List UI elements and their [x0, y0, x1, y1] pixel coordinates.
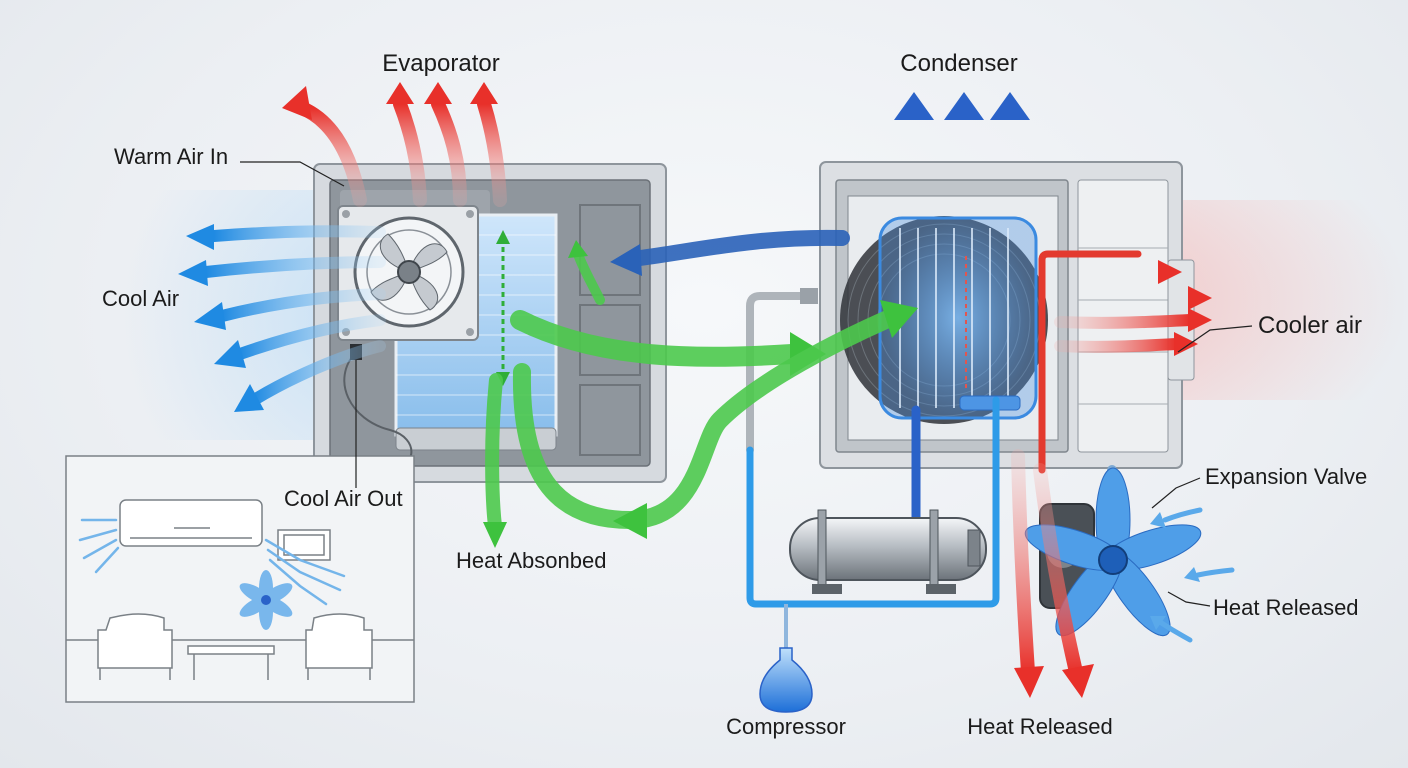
leader-lines [240, 161, 1253, 607]
compressor-flask-icon [759, 604, 813, 713]
room-illustration [65, 455, 415, 703]
fan-intake-arrows [1150, 507, 1235, 643]
sofa-right [305, 613, 373, 669]
room-fan-icon [239, 570, 293, 630]
heat-released-bottom-label: Heat Released [967, 714, 1113, 739]
condenser-label: Condenser [900, 50, 1017, 77]
condenser-unit [819, 161, 1195, 469]
cool-air-label: Cool Air [102, 286, 179, 311]
refrigerant-flow-arrows [483, 240, 918, 548]
evaporator-label: Evaporator [382, 50, 499, 77]
compressor-label: Compressor [726, 714, 846, 739]
heat-absorbed-label: Heat Absonbed [456, 548, 606, 573]
compressor-tank [789, 509, 987, 594]
heat-released-fan-label: Heat Released [1213, 595, 1359, 620]
indoor-ac-unit [119, 499, 263, 547]
cool-air-arrows [200, 225, 386, 406]
condenser-exhaust-arrows [905, 116, 1019, 240]
heat-released-arrows [1011, 449, 1083, 679]
cool-air-out-label: Cool Air Out [284, 486, 403, 511]
expansion-valve-label: Expansion Valve [1205, 464, 1367, 489]
coffee-table [187, 645, 275, 655]
warm-air-in-label: Warm Air In [114, 144, 228, 169]
room-airflow-arrows [78, 518, 346, 606]
hot-exhaust-arrows [1054, 265, 1196, 353]
cooler-air-label: Cooler air [1258, 312, 1362, 339]
sofa-left [97, 613, 173, 669]
return-flow-arrow [610, 229, 850, 276]
